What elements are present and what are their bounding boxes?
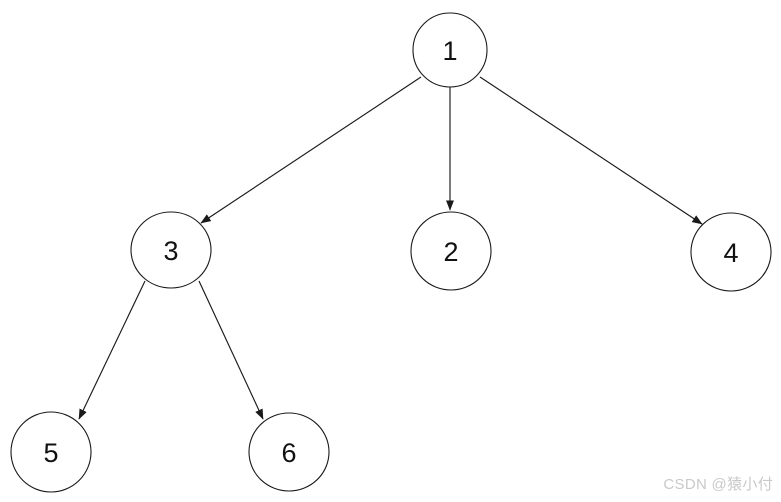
node-group: 1 3 2 4 5 6 <box>10 12 772 493</box>
edge-1-to-3 <box>200 76 422 224</box>
node-3-label: 3 <box>163 236 178 266</box>
node-6-circle[interactable] <box>248 412 330 492</box>
node-1-label: 1 <box>442 36 457 66</box>
edge-group <box>78 76 703 420</box>
node-2[interactable]: 2 <box>410 211 492 291</box>
node-4[interactable]: 4 <box>690 212 772 292</box>
node-5-circle[interactable] <box>10 411 92 493</box>
node-6[interactable]: 6 <box>248 412 330 492</box>
node-4-circle[interactable] <box>690 212 772 292</box>
edge-1-to-4 <box>479 76 703 225</box>
node-1[interactable]: 1 <box>412 12 488 88</box>
node-5[interactable]: 5 <box>10 411 92 493</box>
node-6-label: 6 <box>281 438 296 468</box>
edge-3-to-6 <box>198 280 264 420</box>
node-2-label: 2 <box>443 237 458 267</box>
node-1-circle[interactable] <box>412 12 488 88</box>
node-5-label: 5 <box>43 438 58 468</box>
node-3-circle[interactable] <box>130 211 212 289</box>
csdn-watermark: CSDN @猿小付 <box>663 476 773 493</box>
edge-3-to-5 <box>78 280 146 420</box>
node-4-label: 4 <box>723 238 738 268</box>
node-2-circle[interactable] <box>410 211 492 291</box>
node-3[interactable]: 3 <box>130 211 212 289</box>
